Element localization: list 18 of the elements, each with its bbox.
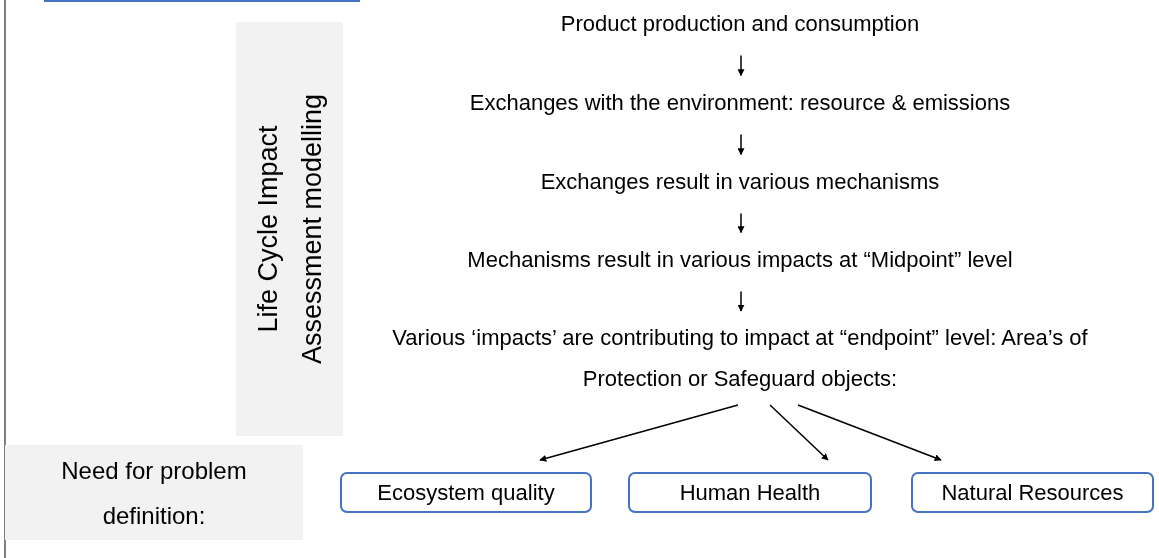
arrow [539, 404, 739, 462]
arrow [737, 212, 745, 234]
note-text: Need for problem definition: [60, 455, 248, 531]
arrow [737, 133, 745, 156]
step-text: Exchanges result in various mechanisms [540, 167, 940, 196]
step-text: Various ‘impacts’ are contributing to impact at “endpoint” level: Area’s of Protection or Safeguard objects: [391, 324, 1089, 393]
category-box: Natural Resources [911, 472, 1154, 513]
arrow [737, 54, 745, 77]
category-box: Human Health [628, 472, 872, 513]
vertical-title: Life Cycle Impact Assessment modelling [251, 92, 328, 367]
arrow [797, 404, 942, 461]
step-text: Exchanges with the environment: resource & emissions [469, 88, 1011, 117]
label-panel [5, 445, 303, 540]
arrow [769, 404, 829, 461]
arrow [737, 290, 745, 312]
step-text: Mechanisms result in various impacts at “Midpoint” level [467, 245, 1013, 274]
category-box: Ecosystem quality [340, 472, 592, 513]
step-text: Product production and consumption [560, 9, 920, 38]
